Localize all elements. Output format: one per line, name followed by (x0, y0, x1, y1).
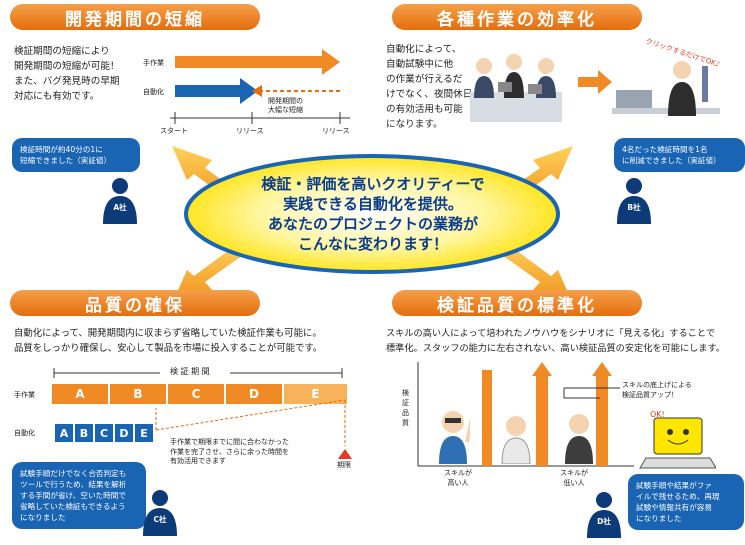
label-high-skill: スキルが 高い人 (444, 469, 472, 487)
auto-note: 手作業で期限までに間に合わなかった 作業を完了させ、さらに余った時間を 有効活用… (170, 438, 289, 465)
user-b-label: B社 (627, 203, 641, 212)
period-label: 検 証 期 間 (170, 367, 210, 376)
auto-box-c: C (94, 423, 114, 443)
br-description: スキルの高い人によって培われたノウハウをシナリオに「見える化」することで 標準化… (386, 328, 726, 354)
title-standardization: 検証品質の標準化 (392, 290, 642, 316)
segment-b: B (110, 384, 168, 404)
person-low-skill-2 (565, 414, 593, 464)
laptop-mascot (639, 417, 716, 469)
reduction-arrowhead (252, 85, 262, 97)
timeline-diagram (170, 49, 350, 124)
testimonial-b: 4名だった検証時間を1名 に削減できました（実証値） (614, 138, 745, 172)
title-quality: 品質の確保 (10, 290, 260, 316)
skill-chart (417, 362, 634, 467)
period-line (53, 368, 343, 378)
relaxed-worker-illustration (612, 61, 720, 116)
testimonial-c: 試験手順だけでなく合否判定も ツールで行うため、結果を解析 する手間が省け、空い… (12, 462, 146, 529)
center-ellipse (184, 154, 560, 274)
title-dev-period: 開発期間の短縮 (10, 4, 260, 30)
arrow-down-left (172, 242, 250, 304)
testimonial-d: 試験手順や結果がファ イルで残せるため、再現 試験や情報共有が容易 になりました (628, 474, 744, 530)
auto-letters: A B C D E (54, 423, 156, 443)
center-line-4: こんなに変わります！ (297, 235, 448, 253)
user-c-avatar: C社 (140, 488, 180, 536)
skill-note: スキルの底上げによる 検証品質アップ！ (622, 381, 692, 399)
user-d-label: D社 (597, 517, 611, 526)
manual-segments: A B C D E (52, 384, 347, 404)
office-workers-illustration (470, 54, 562, 122)
low-skill-arrow-1 (532, 362, 552, 376)
ok-badge: OK! (650, 410, 665, 419)
low-skill-arrow-2 (592, 362, 612, 376)
low-skill-bar-2 (596, 376, 608, 466)
label-auto: 自動化 (143, 88, 164, 96)
user-d-avatar: D社 (584, 490, 624, 538)
skill-ylabel: 検 証 品 質 (402, 389, 409, 427)
segment-a: A (52, 384, 110, 404)
label-manual: 手作業 (143, 59, 164, 67)
segment-e: E (284, 384, 347, 404)
user-c-label: C社 (153, 515, 167, 524)
tr-description: 自動化によって、 自動試験中に他 の作業が行えるだ けでなく、夜間休日 の有効活… (386, 44, 473, 130)
manual-arrow (175, 49, 340, 75)
label-low-skill: スキルが 低い人 (560, 469, 588, 487)
testimonial-a: 検証時間が約40分の1に 短縮できました（実証値） (12, 138, 140, 172)
arrow-down-right (495, 242, 573, 304)
auto-arrow (175, 78, 258, 104)
segment-d: D (226, 384, 284, 404)
center-message: 検証・評価を高いクオリティーで 実践できる自動化を提供。 あなたのプロジェクトの… (238, 174, 508, 254)
title-efficiency: 各種作業の効率化 (392, 4, 642, 30)
auto-box-d: D (114, 423, 134, 443)
label-release-2: リリース (322, 127, 350, 135)
center-line-1: 検証・評価を高いクオリティーで (261, 175, 485, 193)
low-skill-bar-1 (536, 376, 548, 466)
bl-description: 自動化によって、開発期間内に収まらず省略していた検証作業も可能に。 品質をしっか… (14, 328, 323, 354)
label-release-1: リリース (236, 127, 264, 135)
person-low-skill-1 (501, 416, 531, 464)
tl-description: 検証期間の短縮により 開発期間の短縮が可能！ また、バグ発見時の早期 対応にも有… (14, 46, 120, 102)
high-skill-bar (482, 370, 492, 466)
center-line-2: 実践できる自動化を提供。 (283, 195, 463, 213)
user-b-avatar: B社 (614, 176, 654, 224)
center-line-3: あなたのプロジェクトの業務が (267, 215, 478, 233)
auto-box-e: E (134, 423, 154, 443)
auto-box-b: B (74, 423, 94, 443)
deadline-label: 期限 (337, 461, 351, 469)
orange-arrow (578, 70, 612, 94)
deadline-marker (338, 449, 352, 459)
label-manual-bl: 手作業 (14, 391, 35, 399)
label-start: スタート (160, 127, 188, 135)
label-auto-bl: 自動化 (14, 429, 35, 437)
user-a-label: A社 (113, 203, 127, 212)
auto-dashed-guides (155, 399, 346, 446)
person-high-skill (439, 411, 470, 464)
segment-c: C (168, 384, 226, 404)
auto-box-a: A (54, 423, 74, 443)
user-a-avatar: A社 (100, 176, 140, 224)
label-reduction: 開発期間の 大幅な短縮 (268, 97, 303, 114)
